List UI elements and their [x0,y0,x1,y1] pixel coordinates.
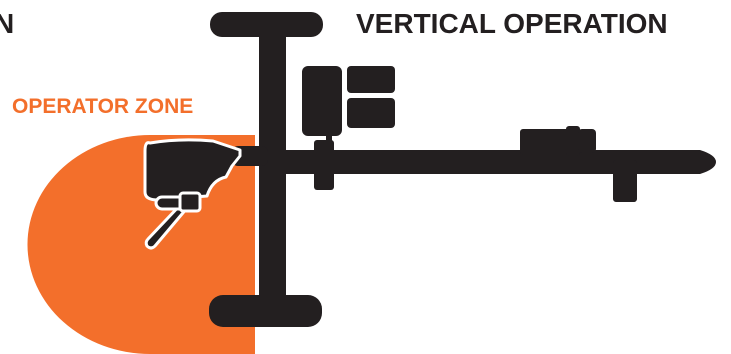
bottom-wheel [209,295,322,327]
machine-silhouette [143,12,716,327]
motor-housing [143,138,242,202]
horizontal-boom [280,150,660,174]
boom-motor-cap-end [578,129,596,153]
upper-block-top [347,66,395,93]
boom-motor-cap [566,126,580,156]
operator-zone-label: OPERATOR ZONE [12,95,194,118]
upper-block-large [302,66,342,136]
boom-lower-block [613,160,637,202]
boom-motor-body [520,129,572,155]
upper-block-bottom [347,98,395,128]
title-left: N [0,8,15,39]
diagram-title: VERTICAL OPERATION [356,8,668,39]
top-wheel [210,12,323,37]
handle-bar [144,191,202,250]
boom-tip [652,150,716,174]
vertical-frame [259,22,286,312]
